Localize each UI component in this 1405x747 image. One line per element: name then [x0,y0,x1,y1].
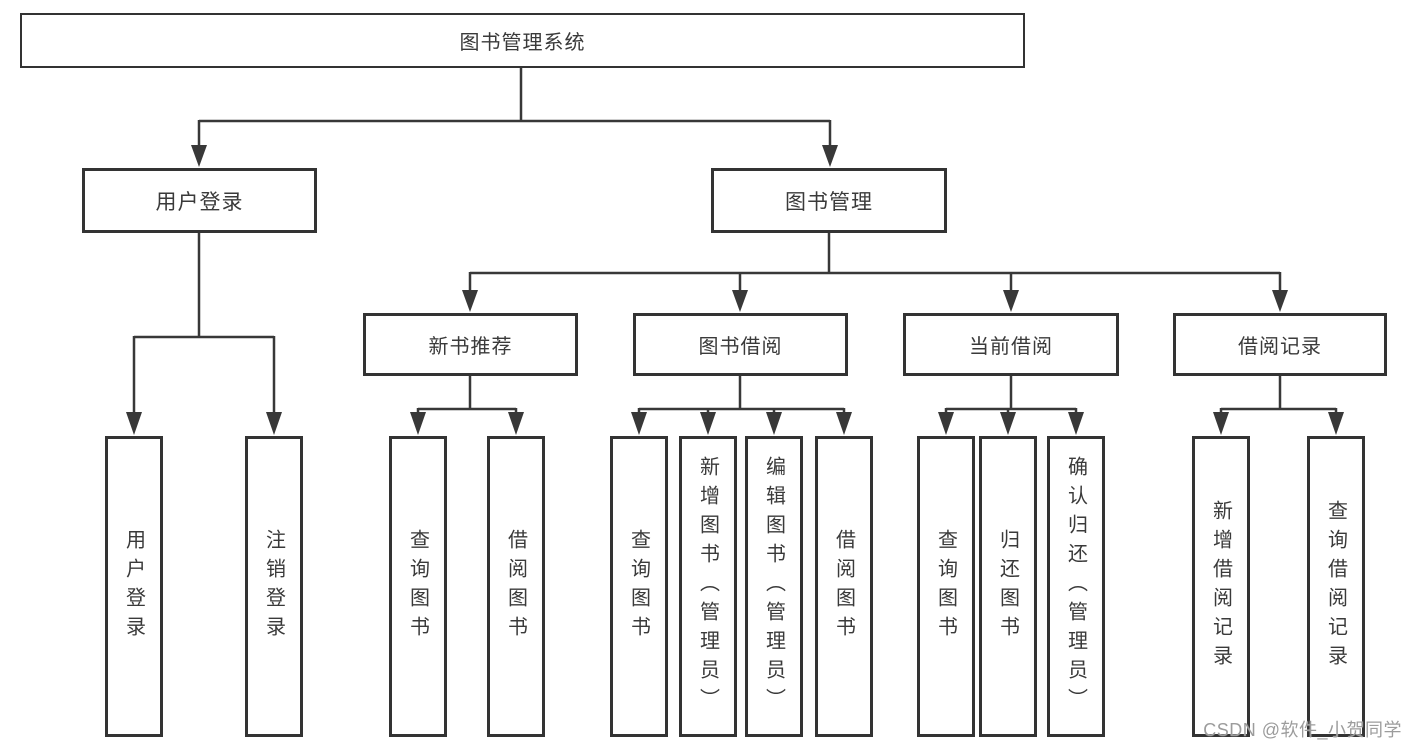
tree-edges [132,68,1338,413]
node-leaf-return-books: 归还图书 [979,436,1037,737]
node-book-management: 图书管理 [711,168,947,233]
node-leaf-user-login: 用户登录 [105,436,163,737]
node-borrowing-records: 借阅记录 [1173,313,1387,376]
node-current-borrowing: 当前借阅 [903,313,1119,376]
node-leaf-query-books-borrowing: 查询图书 [610,436,668,737]
arrowhead-icons [126,145,1344,435]
node-leaf-query-borrow-record: 查询借阅记录 [1307,436,1365,737]
node-user-login: 用户登录 [82,168,317,233]
node-leaf-borrow-books-borrowing: 借阅图书 [815,436,873,737]
node-leaf-add-borrow-record: 新增借阅记录 [1192,436,1250,737]
node-leaf-borrow-books-recommend: 借阅图书 [487,436,545,737]
node-leaf-edit-book-admin: 编辑图书（管理员） [745,436,803,737]
node-leaf-query-books-recommend: 查询图书 [389,436,447,737]
node-root-system: 图书管理系统 [20,13,1025,68]
node-new-book-recommendation: 新书推荐 [363,313,578,376]
node-leaf-logout: 注销登录 [245,436,303,737]
node-book-borrowing: 图书借阅 [633,313,848,376]
node-leaf-add-book-admin: 新增图书（管理员） [679,436,737,737]
csdn-watermark: CSDN @软件_小贺同学 [1203,720,1402,740]
node-leaf-confirm-return-admin: 确认归还（管理员） [1047,436,1105,737]
node-leaf-query-books-current: 查询图书 [917,436,975,737]
